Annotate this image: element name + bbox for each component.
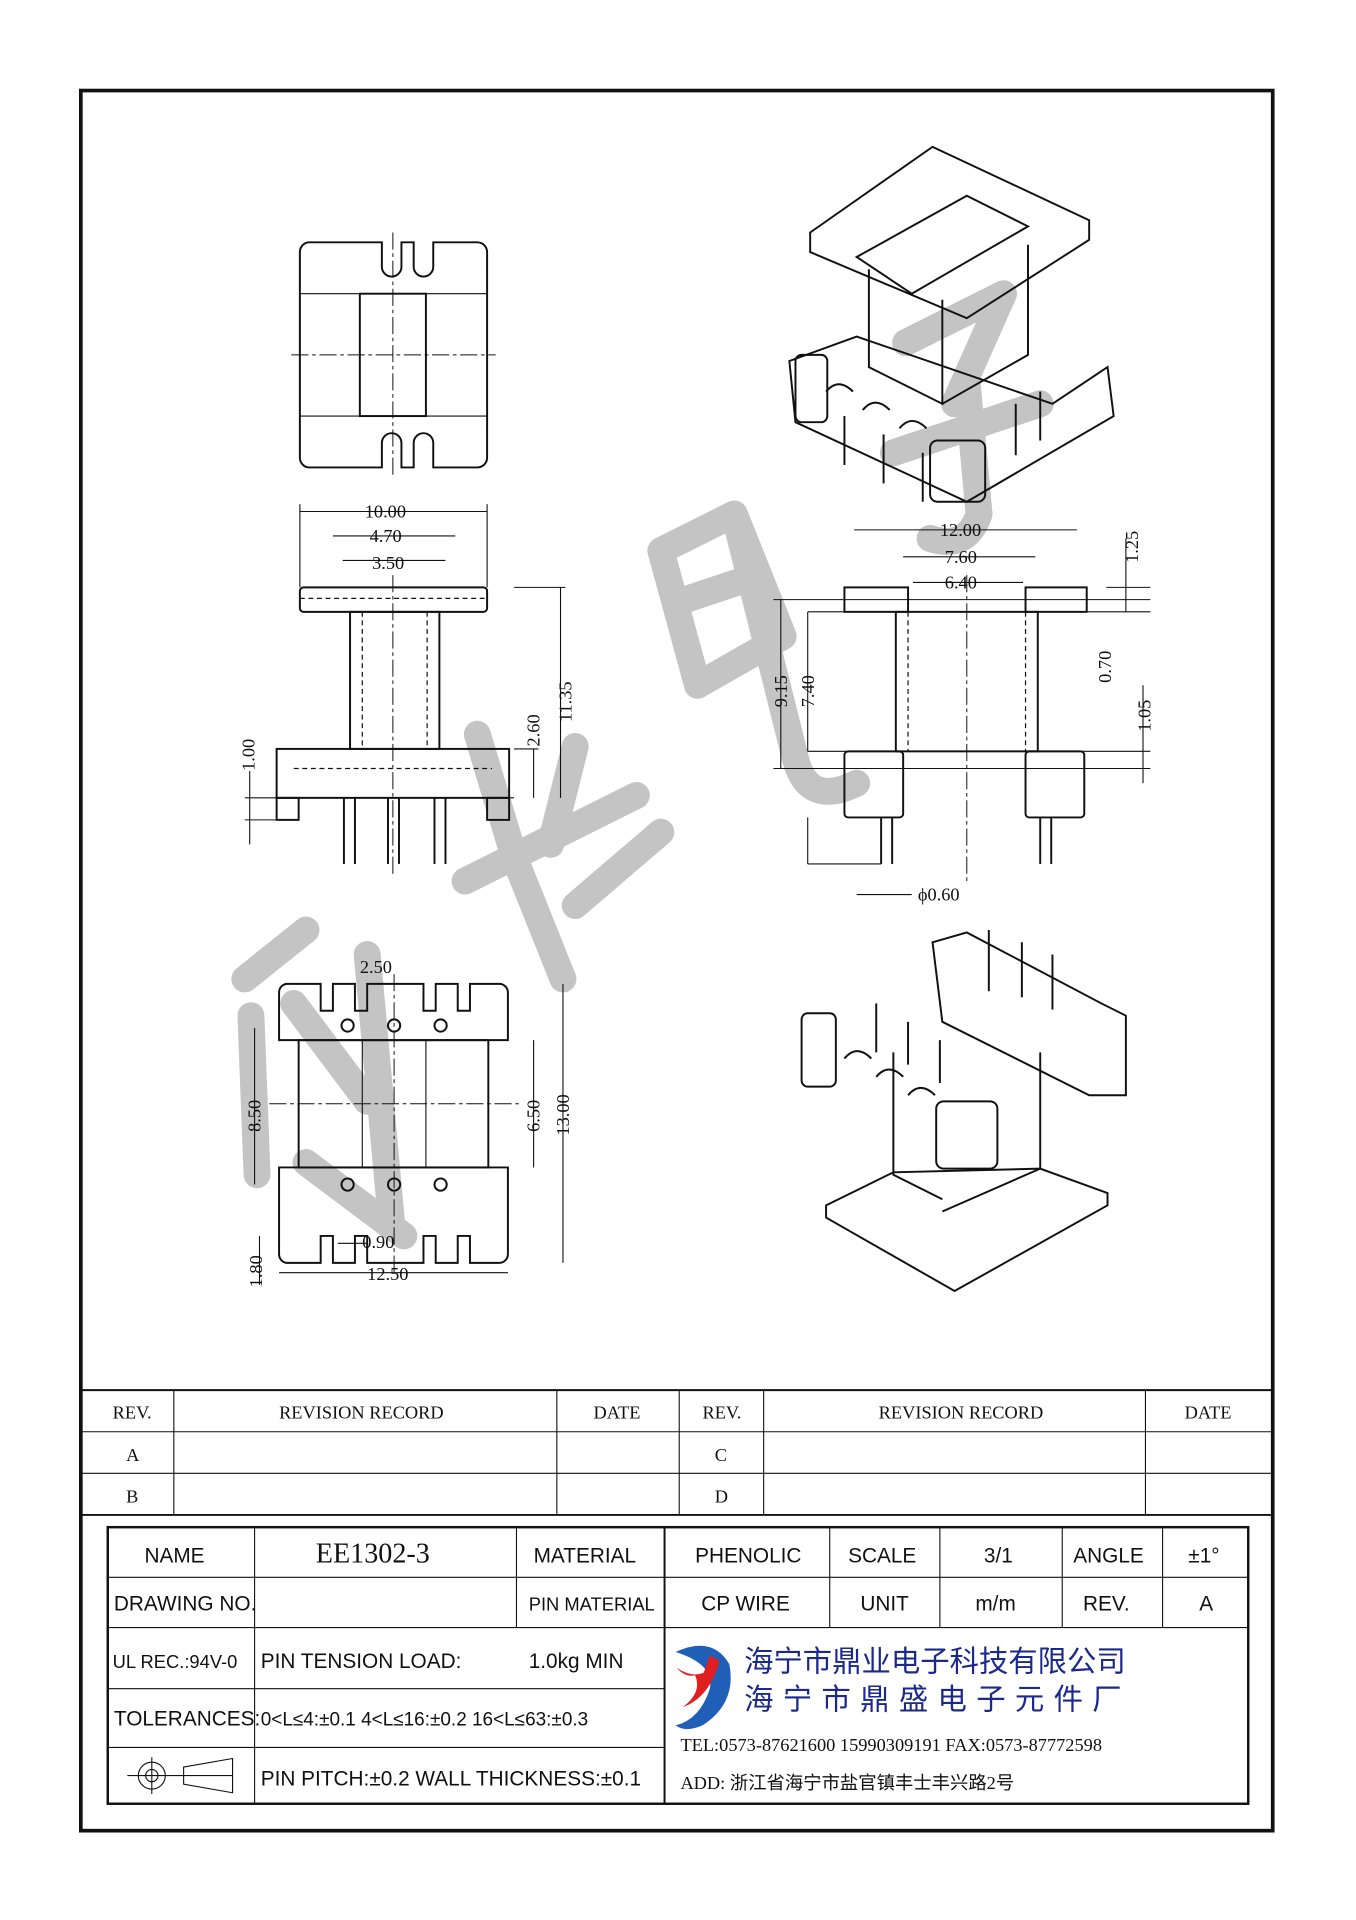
dim-height-base: 2.60 — [524, 714, 544, 746]
revision-record-header: REVISION RECORD — [279, 1402, 444, 1422]
angle-value: ±1° — [1188, 1545, 1219, 1568]
front-right-view: 12.00 7.60 6.40 1.25 9.15 7.40 0.70 1.05… — [771, 520, 1154, 905]
pin-material-value: CP WIRE — [701, 1592, 790, 1615]
dim-width-total: 12.50 — [367, 1264, 408, 1284]
date-header: DATE — [594, 1402, 641, 1422]
angle-label: ANGLE — [1073, 1545, 1144, 1568]
front-left-view: 10.00 4.70 3.50 11.35 2.60 1.00 — [239, 502, 576, 875]
contact-phone-fax: TEL:0573-87621600 15990309191 FAX:0573-8… — [680, 1735, 1102, 1755]
rev-value: A — [1199, 1592, 1213, 1615]
rev-d: D — [715, 1487, 728, 1507]
dim-pin-diameter: ϕ0.60 — [918, 885, 960, 905]
bottom-view: 2.50 8.50 6.50 13.00 0.90 12.50 1.80 — [245, 957, 573, 1287]
dim-height-outer: 9.15 — [771, 675, 791, 707]
isometric-view-bottom — [800, 930, 1127, 1293]
pin-tension-value: 1.0kg MIN — [529, 1650, 624, 1673]
pin-pitch-tolerance: PIN PITCH:±0.2 WALL THICKNESS:±0.1 — [261, 1767, 641, 1790]
drawing-border — [78, 88, 1275, 1833]
dim-width-inner: 3.50 — [372, 553, 404, 573]
revision-table: REV. REVISION RECORD DATE REV. REVISION … — [80, 1389, 1273, 1516]
dim-pin-hole: 0.90 — [362, 1232, 394, 1252]
watermark — [231, 280, 1054, 1250]
rev-header: REV. — [113, 1402, 152, 1422]
ul-rating: UL REC.:94V-0 — [113, 1651, 238, 1672]
rev-header: REV. — [702, 1402, 741, 1422]
company-name-1: 海宁市鼎业电子科技有限公司 — [744, 1645, 1126, 1679]
rev-a: A — [126, 1445, 140, 1465]
isometric-view-top — [788, 145, 1115, 503]
company-address: ADD: 浙江省海宁市盐官镇丰士丰兴路2号 — [680, 1773, 1014, 1793]
scale-value: 3/1 — [984, 1545, 1013, 1568]
dim-pin-pitch: 2.50 — [360, 957, 392, 977]
material-value: PHENOLIC — [695, 1545, 801, 1568]
company-name-2: 海 宁 市 鼎 盛 电 子 元 件 厂 — [744, 1683, 1122, 1717]
company-logo — [675, 1645, 731, 1730]
title-block: NAME EE1302-3 MATERIAL PHENOLIC SCALE 3/… — [106, 1525, 1250, 1805]
tolerances-label: TOLERANCES: — [114, 1707, 260, 1730]
tolerances-value: 0<L≤4:±0.1 4<L≤16:±0.2 16<L≤63:±0.3 — [261, 1709, 588, 1730]
date-header: DATE — [1185, 1402, 1232, 1422]
dim-pin-offset: 1.00 — [239, 739, 259, 771]
dim-height-total: 11.35 — [556, 681, 576, 722]
dim-gap: 0.70 — [1095, 651, 1115, 683]
rev-b: B — [126, 1487, 138, 1507]
part-name: EE1302-3 — [316, 1539, 430, 1570]
dim-width-inner: 6.40 — [945, 573, 977, 593]
dim-width-core: 4.70 — [370, 526, 402, 546]
projection-symbol-icon — [127, 1757, 234, 1794]
top-view — [291, 232, 496, 478]
drawing-no-label: DRAWING NO. — [114, 1592, 257, 1615]
pin-material-label: PIN MATERIAL — [529, 1593, 655, 1614]
material-label: MATERIAL — [534, 1545, 636, 1568]
revision-record-header: REVISION RECORD — [879, 1402, 1044, 1422]
dim-base: 1.05 — [1134, 700, 1154, 732]
scale-label: SCALE — [848, 1545, 916, 1568]
name-label: NAME — [144, 1545, 204, 1568]
pin-tension-label: PIN TENSION LOAD: — [261, 1650, 462, 1673]
dim-height-inner: 7.40 — [798, 675, 818, 707]
unit-label: UNIT — [860, 1592, 909, 1615]
dim-height-total: 13.00 — [553, 1094, 573, 1135]
dim-width-total: 12.00 — [940, 520, 981, 540]
dim-width-core: 7.60 — [945, 547, 977, 567]
dim-edge: 1.80 — [246, 1255, 266, 1287]
dim-height-outer: 8.50 — [245, 1100, 265, 1132]
dim-width-total: 10.00 — [365, 502, 406, 522]
dim-height-inner: 6.50 — [524, 1100, 544, 1132]
rev-c: C — [715, 1445, 727, 1465]
unit-value: m/m — [975, 1592, 1015, 1615]
dim-flange: 1.25 — [1122, 531, 1142, 563]
rev-label: REV. — [1083, 1592, 1130, 1615]
